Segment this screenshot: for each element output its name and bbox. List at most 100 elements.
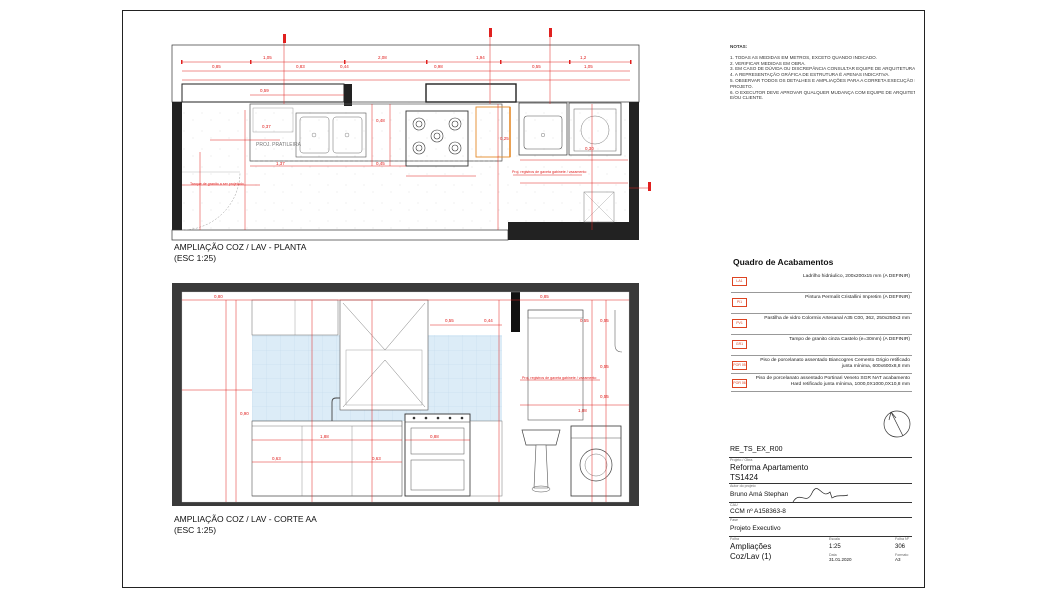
sheet-number-caption: Folha Nº — [895, 537, 909, 541]
plan-dim-label: 0,83 — [296, 64, 305, 69]
project-caption: Projeto / Obra — [730, 458, 753, 462]
section-dim-label: 0,55 — [600, 364, 609, 369]
section-dim-label: 0,63 — [272, 456, 281, 461]
phase-name: Projeto Executivo — [730, 525, 781, 532]
finish-row: POR 06 Piso de porcelanato assentado Por… — [731, 374, 912, 392]
door-swing-arc — [181, 171, 241, 231]
plan-dim-label: 0,55 — [532, 64, 541, 69]
laundry-tank — [518, 102, 568, 156]
section-wall-right — [629, 292, 639, 502]
section-view-scale: (ESC 1:25) — [174, 525, 217, 535]
section-dim-label: 0,85 — [540, 294, 549, 299]
finish-code: POR 05 — [732, 361, 747, 370]
note-line: 3. EM CASO DE DÚVIDA OU DISCREPÂNCIA CON… — [730, 66, 915, 72]
north-arrow-icon — [883, 410, 911, 438]
phase-caption: Fase — [730, 518, 738, 522]
section-dim-label: 1,88 — [320, 434, 329, 439]
finish-description: Pastilha de vidro Colormix Artesanal A35… — [764, 316, 910, 321]
finish-description: Piso de porcelanato assentado Portinari … — [755, 376, 910, 387]
plan-beam-left — [181, 83, 345, 103]
finish-row: PV1 Pastilha de vidro Colormix Artesanal… — [731, 314, 912, 335]
plan-dim-label: 0,59 — [260, 88, 269, 93]
cooktop — [405, 110, 469, 167]
finish-description: Pintura Permalit Cristallini Impretim (A… — [805, 295, 910, 300]
plan-dim-label: 0,30 — [585, 146, 594, 151]
section-dim-label: 1,08 — [578, 408, 587, 413]
section-dim-label: 0,55 — [580, 318, 589, 323]
plan-wall-bottom-right — [508, 222, 639, 240]
section-black-column — [511, 292, 520, 332]
section-wall-left — [172, 292, 182, 502]
cau-caption: CAU — [730, 503, 738, 507]
project-name: Reforma Apartamento — [730, 463, 809, 472]
finishes-table: LA1 Ladrilho hidráulico, 200x200x15 mm (… — [731, 272, 912, 392]
finish-row: PI1 Pintura Permalit Cristallini Impreti… — [731, 293, 912, 314]
finishes-title: Quadro de Acabamentos — [733, 257, 834, 267]
note-line: 5. OBSERVAR TODOS OS DETALHES E AMPLIAÇÕ… — [730, 77, 915, 83]
section-dim-label: 0,80 — [214, 294, 223, 299]
section-floor — [172, 502, 639, 506]
section-view: 0,80 0,55 0,44 0,85 0,55 0,55 1,88 0,63 … — [172, 283, 639, 506]
author-signature — [792, 488, 849, 503]
scale-value: 1:25 — [829, 544, 841, 550]
plan-view-title: AMPLIAÇÃO COZ / LAV - PLANTA (ESC 1:25) — [174, 242, 306, 264]
scale-caption: Escala — [829, 537, 840, 541]
plan-wall-bottom — [171, 229, 509, 241]
plan-dim-label: 0,45 — [376, 161, 385, 166]
section-dim-label: 0,90 — [240, 411, 249, 416]
plan-beam — [425, 83, 517, 103]
sheet-number: 306 — [895, 544, 906, 550]
washing-machine — [568, 102, 622, 156]
finish-code: PI1 — [732, 298, 747, 307]
plan-view-title-line1: AMPLIAÇÃO COZ / LAV - PLANTA — [174, 242, 307, 252]
note-line: 4. A REPRESENTAÇÃO GRÁFICA DE ESTRUTURA … — [730, 72, 890, 78]
laundry-pipe — [614, 310, 623, 353]
plan-dim-label: 1,94 — [476, 55, 485, 60]
plan-note-tank: Tanque de granito a ser projetado — [190, 182, 244, 186]
finish-row: LA1 Ladrilho hidráulico, 200x200x15 mm (… — [731, 272, 912, 293]
note-line: E/OU CLIENTE. — [730, 95, 764, 101]
section-dim-label: 0,88 — [430, 434, 439, 439]
plan-dimension-ticks — [181, 28, 651, 191]
faucet — [331, 397, 340, 421]
plan-dim-label: 2,08 — [378, 55, 387, 60]
ccm-number: CCM nº A158363-8 — [730, 508, 786, 515]
sheet-caption: Folha — [730, 537, 739, 541]
finish-code: POR 06 — [732, 379, 747, 388]
section-view-title: AMPLIAÇÃO COZ / LAV - CORTE AA (ESC 1:25… — [174, 514, 317, 536]
washer-front — [570, 425, 622, 497]
plan-dim-label: 1,05 — [584, 64, 593, 69]
note-line: 2. VERIFICAR MEDIDAS EM OBRA. — [730, 60, 806, 66]
upper-cabinet-window — [339, 299, 429, 411]
sheet-title-line2: Coz/Lav (1) — [730, 552, 772, 561]
format-caption: Formato — [895, 553, 909, 557]
plan-dim-label: 0,98 — [434, 64, 443, 69]
stove — [404, 413, 471, 497]
format-value: A3 — [895, 557, 901, 562]
finish-code: PV1 — [732, 319, 747, 328]
plan-laundry-box — [583, 191, 615, 223]
finish-description: Ladrilho hidráulico, 200x200x15 mm (A DE… — [802, 274, 910, 279]
plan-wall-right — [629, 102, 639, 240]
double-sink — [295, 112, 367, 158]
section-dim-label: 0,55 — [600, 318, 609, 323]
author-name: Bruno Amá Stephan — [730, 491, 789, 498]
plan-wall-left — [172, 102, 182, 240]
plan-dim-label: 0,37 — [262, 124, 271, 129]
finish-row: GR1 Tampo de granito cinza Castelo (e=30… — [731, 335, 912, 356]
plan-dim-label: 0,25 — [500, 136, 509, 141]
section-note-valves: Proj. registros de gaveta gabinete / vaz… — [522, 376, 596, 380]
plan-shelf-label: PROJ. PRATILEIRA — [256, 142, 302, 148]
section-dim-label: 0,55 — [445, 318, 454, 323]
finish-row: POR 05 Piso de porcelanato assentado Bia… — [731, 356, 912, 374]
finish-code: GR1 — [732, 340, 747, 349]
finish-description: Piso de porcelanato assentado Biancogres… — [760, 358, 910, 369]
note-line: 1. TODAS AS MEDIDAS EM METROS, EXCETO QU… — [730, 54, 878, 60]
laundry-sink — [521, 429, 561, 446]
plan-dim-label: 0,44 — [340, 64, 349, 69]
note-line: PROJETO. — [730, 83, 753, 89]
plan-dim-label: 1,05 — [263, 55, 272, 60]
finish-description: Tampo de granito cinza Castelo (e=30mm) … — [789, 337, 910, 342]
section-dim-label: 0,63 — [372, 456, 381, 461]
section-dim-label: 0,55 — [600, 394, 609, 399]
